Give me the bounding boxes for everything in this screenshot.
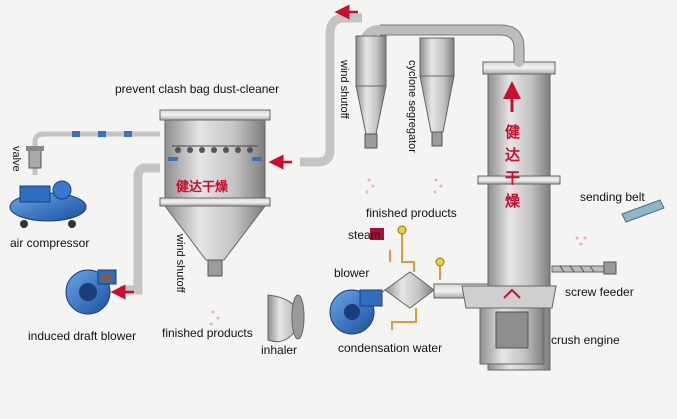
- label-finished-products-bottom: finished products: [162, 326, 253, 340]
- screw-feeder: [551, 261, 617, 275]
- label-cyclone-segregator: cyclone segregator: [406, 60, 418, 153]
- crush-engine-base: [461, 285, 557, 365]
- label-sending-belt: sending belt: [580, 190, 645, 204]
- label-finished-products-top: finished products: [366, 206, 457, 220]
- top-duct-outline: [380, 24, 525, 62]
- exhaust-duct: [120, 163, 160, 295]
- label-wind-shutoff-top: wind shutoff: [338, 60, 350, 119]
- label-screw-feeder: screw feeder: [565, 285, 634, 299]
- valve-symbol: [26, 146, 44, 169]
- air-compressor-symbol: [9, 180, 87, 228]
- bag-dust-cleaner: [159, 109, 271, 277]
- brand-text-tower: 健达干燥: [503, 124, 521, 216]
- label-valve: valve: [10, 146, 22, 172]
- label-inhaler: inhaler: [261, 343, 298, 357]
- sending-belt: [621, 199, 665, 223]
- label-condensation-water: condensation water: [338, 341, 443, 355]
- cyclone-wind-shutoff: [355, 35, 387, 149]
- label-steam: steam: [348, 228, 381, 242]
- air-line-markers: [72, 131, 132, 137]
- brand-text-dust-cleaner: 健达干燥: [176, 180, 229, 195]
- label-crush-engine: crush engine: [551, 333, 620, 347]
- steam-valve-1: [397, 225, 407, 235]
- air-line: [32, 131, 160, 175]
- label-induced-draft-blower: induced draft blower: [28, 329, 137, 343]
- label-prevent-clash-bag-dust-cleaner: prevent clash bag dust-cleaner: [115, 82, 280, 96]
- return-duct: [300, 13, 362, 167]
- cyclone-segregator: [419, 37, 455, 147]
- label-air-compressor: air compressor: [10, 236, 90, 250]
- blower-symbol: [329, 289, 383, 335]
- label-blower: blower: [334, 266, 370, 280]
- steam-valve-2: [435, 257, 445, 267]
- product-particles: [209, 178, 587, 326]
- label-wind-shutoff-mid: wind shutoff: [174, 234, 186, 293]
- steam-box: [370, 228, 384, 240]
- inhaler-symbol: [267, 294, 305, 343]
- induced-draft-blower-symbol: [65, 269, 117, 315]
